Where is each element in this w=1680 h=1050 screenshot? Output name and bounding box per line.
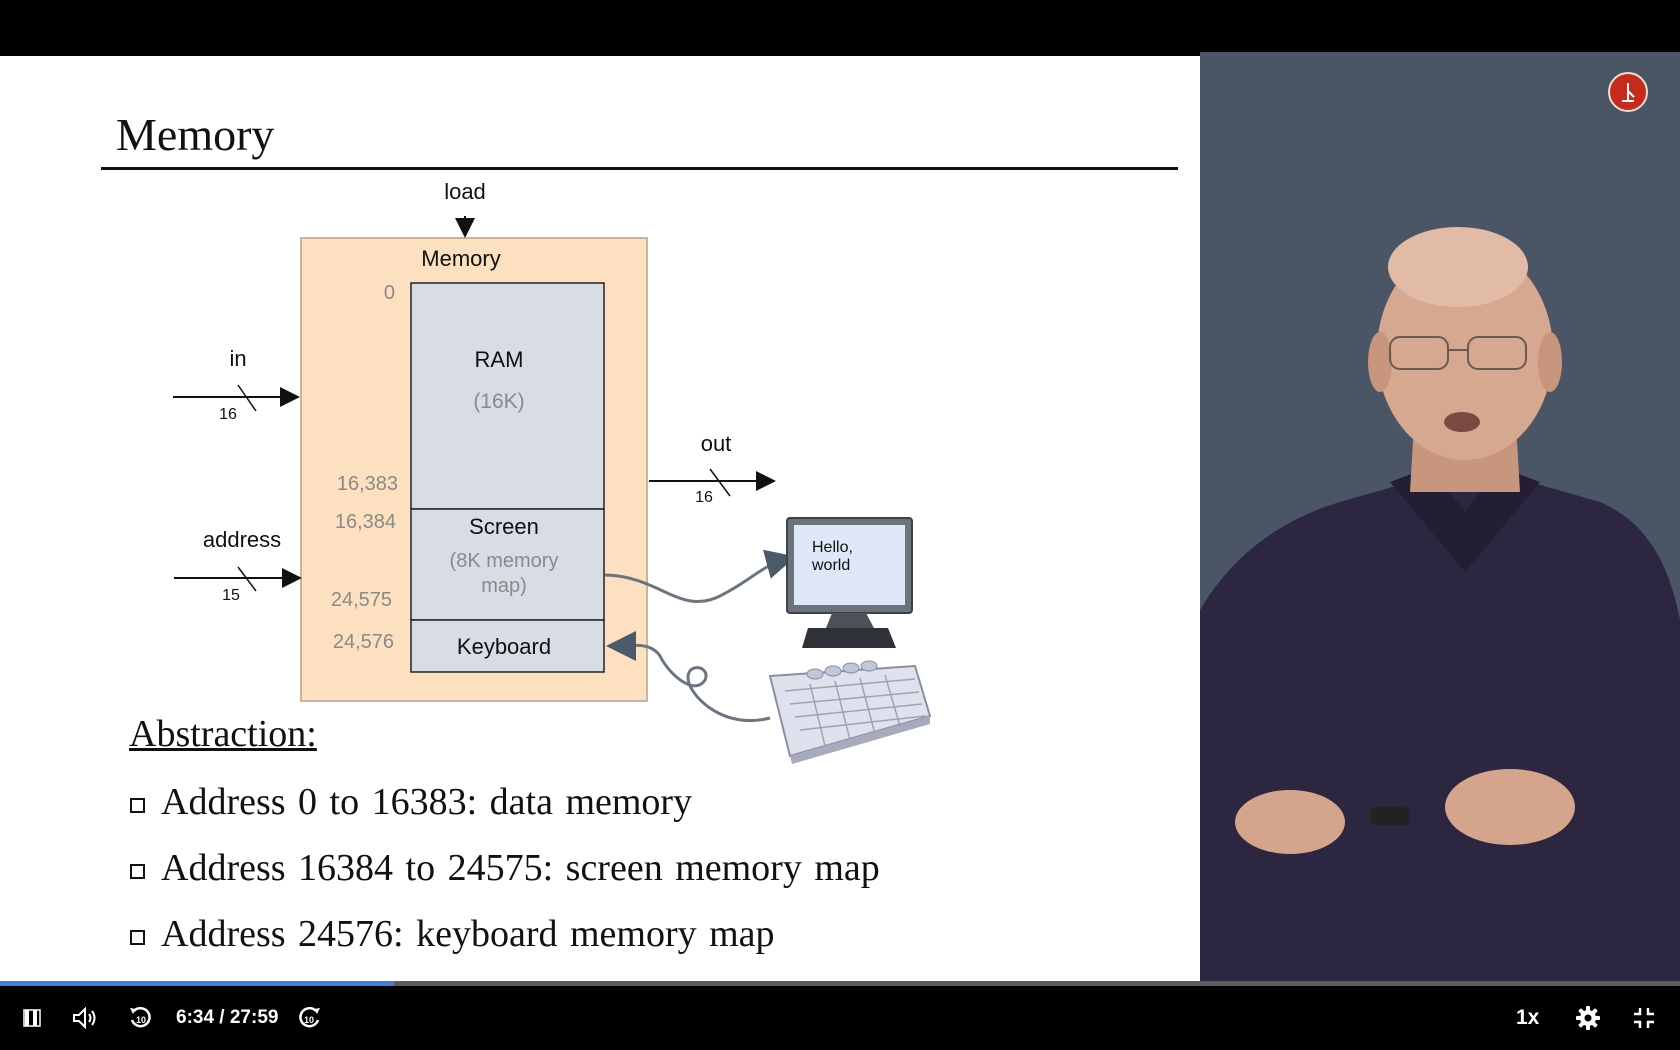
time-display: 6:34 / 27:59 [176, 1007, 279, 1028]
presenter-illustration [1200, 227, 1680, 986]
screen-block [410, 508, 605, 621]
forward-10-icon: 10 [299, 1006, 320, 1028]
keyboard-label: Keyboard [457, 634, 551, 659]
checkbox-bullet-icon [130, 929, 145, 945]
video-top-letterbox [0, 0, 1680, 56]
slide-title: Memory [116, 109, 275, 160]
address-16384-label: 16,384 [335, 511, 396, 533]
playback-speed-button[interactable]: 1x [1516, 1006, 1540, 1029]
out-bus-slash [709, 468, 731, 497]
out-width-label: 16 [695, 489, 713, 506]
address-16383-label: 16,383 [337, 473, 398, 495]
screen-label: Screen [469, 514, 539, 539]
pause-icon [23, 1009, 41, 1027]
presenter-video [1200, 52, 1680, 986]
in-bus-slash [237, 384, 257, 412]
address-0-label: 0 [384, 282, 395, 304]
address-width-label: 15 [222, 587, 240, 604]
progress-bar[interactable] [0, 981, 1680, 986]
progress-bar-fill [0, 981, 395, 986]
player-controls [0, 986, 1680, 1050]
abstraction-heading: Abstraction: [129, 713, 317, 755]
keyboard-block [410, 619, 605, 673]
screen-sub-label-2: map) [481, 575, 527, 597]
monitor-text-2: world [811, 557, 850, 574]
monitor-text-1: Hello, [812, 539, 853, 556]
exit-fullscreen-button[interactable] [1624, 986, 1664, 1050]
in-label: in [229, 346, 246, 371]
ram-size-label: (16K) [473, 390, 524, 413]
memory-diagram: Memory load RAM (16K) Screen (8K memory … [173, 179, 932, 764]
forward-seconds-label: 10 [304, 1015, 314, 1025]
lecture-slide: Memory Memory load RAM (16K) [0, 56, 1200, 986]
monitor-illustration: Hello, world [786, 517, 913, 648]
ram-label: RAM [475, 347, 524, 372]
settings-button[interactable] [1570, 986, 1606, 1050]
load-label: load [444, 179, 486, 204]
address-bus-slash [237, 566, 257, 592]
address-24576-label: 24,576 [333, 631, 394, 653]
ram-block [410, 282, 605, 510]
forward-10-button[interactable]: 10 [292, 986, 326, 1050]
pause-button[interactable] [14, 986, 50, 1050]
bullet-text: Address 16384 to 24575: screen memory ma… [161, 847, 880, 889]
memory-chip-label: Memory [421, 246, 500, 271]
keyboard-illustration [768, 660, 932, 764]
screen-cable [604, 549, 796, 603]
volume-icon [73, 1007, 96, 1029]
bullet-item: Address 16384 to 24575: screen memory ma… [130, 846, 880, 890]
rewind-10-icon: 10 [130, 1006, 151, 1028]
exit-fullscreen-icon [1634, 1008, 1654, 1028]
checkbox-bullet-icon [130, 863, 145, 879]
bullet-text: Address 0 to 16383: data memory [161, 781, 693, 823]
screen-sub-label-1: (8K memory [450, 550, 559, 572]
bullet-item: Address 0 to 16383: data memory [130, 780, 692, 824]
volume-button[interactable] [66, 986, 104, 1050]
rewind-seconds-label: 10 [136, 1015, 146, 1025]
bullet-item: Address 24576: keyboard memory map [130, 912, 775, 956]
address-24575-label: 24,575 [331, 589, 392, 611]
bullet-text: Address 24576: keyboard memory map [161, 913, 775, 955]
gear-icon [1576, 1006, 1600, 1030]
title-divider [101, 167, 1178, 170]
checkbox-bullet-icon [130, 797, 145, 813]
keyboard-cable [606, 630, 771, 722]
address-input-label: address [203, 527, 281, 552]
out-label: out [701, 431, 732, 456]
in-width-label: 16 [219, 406, 237, 423]
channel-logo-icon [1608, 72, 1648, 112]
rewind-10-button[interactable]: 10 [124, 986, 158, 1050]
